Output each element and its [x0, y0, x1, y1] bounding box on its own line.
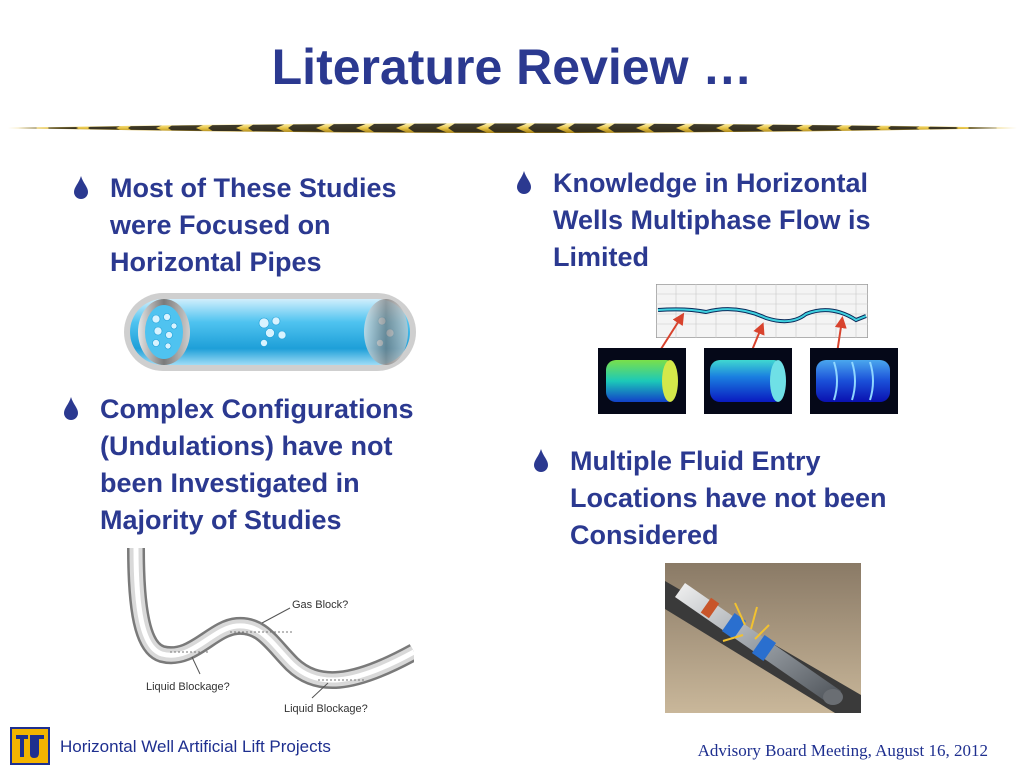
bullet-3: Complex Configurations (Undulations) hav…	[62, 391, 482, 541]
slide-title: Literature Review …	[271, 39, 753, 95]
rope-divider	[8, 123, 1018, 133]
drop-icon	[64, 397, 78, 420]
bullet-1-line-2: were Focused on	[110, 210, 331, 240]
bullet-2-line-1: Knowledge in Horizontal	[553, 168, 868, 198]
bullet-3-line-4: Majority of Studies	[100, 505, 342, 535]
simulation-image-3	[810, 348, 898, 414]
bullet-1-line-1: Most of These Studies	[110, 173, 397, 203]
bullet-1-line-3: Horizontal Pipes	[110, 247, 322, 277]
bullet-2-line-3: Limited	[553, 242, 650, 272]
bullet-4-line-1: Multiple Fluid Entry	[570, 446, 821, 476]
gas-block-label: Gas Block?	[292, 599, 348, 611]
drop-icon	[534, 449, 548, 472]
undulating-well-diagram: Gas Block? Liquid Blockage? Liquid Block…	[127, 548, 414, 715]
horizontal-pipe-illustration	[124, 293, 416, 371]
bullet-4: Multiple Fluid Entry Locations have not …	[532, 443, 972, 558]
bullet-3-line-1: Complex Configurations	[100, 394, 414, 424]
university-logo	[10, 727, 50, 765]
downhole-tool-illustration	[665, 563, 861, 713]
simulation-image-2	[704, 348, 792, 414]
bullet-4-line-2: Locations have not been	[570, 483, 887, 513]
bullet-1: Most of These Studies were Focused on Ho…	[72, 170, 472, 285]
bullet-2: Knowledge in Horizontal Wells Multiphase…	[515, 165, 955, 280]
footer-meeting-info: Advisory Board Meeting, August 16, 2012	[697, 741, 988, 760]
simulation-image-1	[598, 348, 686, 414]
liquid-blockage-label-2: Liquid Blockage?	[284, 703, 368, 715]
drop-icon	[517, 171, 531, 194]
bullet-3-line-2: (Undulations) have not	[100, 431, 393, 461]
bullet-2-line-2: Wells Multiphase Flow is	[553, 205, 871, 235]
bullet-3-line-3: been Investigated in	[100, 468, 360, 498]
bullet-4-line-3: Considered	[570, 520, 719, 550]
liquid-blockage-label-1: Liquid Blockage?	[146, 681, 230, 693]
footer-project-name: Horizontal Well Artificial Lift Projects	[60, 737, 331, 756]
drop-icon	[74, 176, 88, 199]
